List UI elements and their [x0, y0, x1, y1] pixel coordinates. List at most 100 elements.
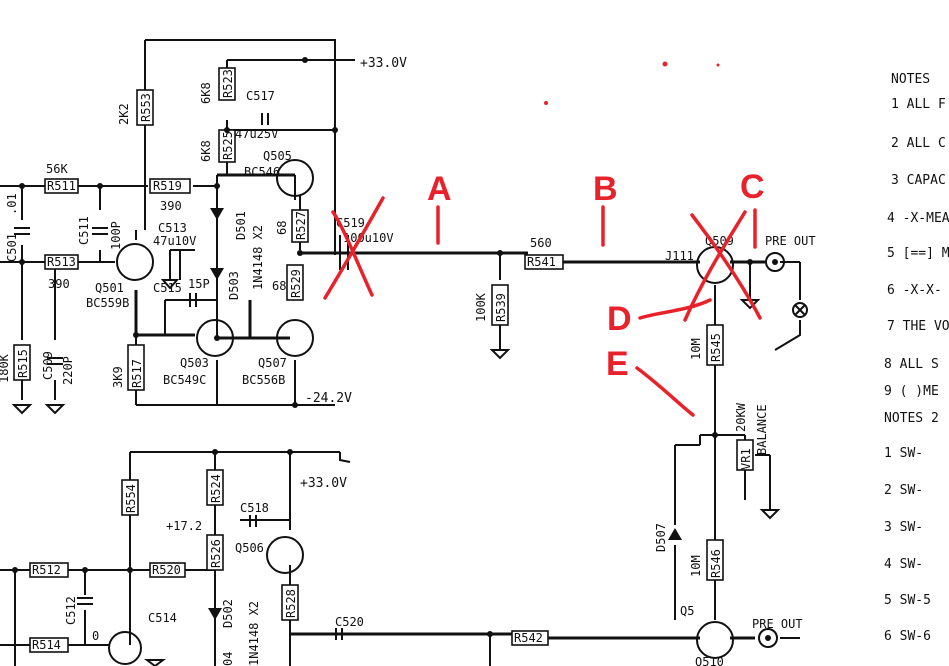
- diode-d507: [668, 528, 682, 540]
- q507-label: Q507: [258, 356, 287, 370]
- pre-out-bottom-label: PRE OUT: [752, 617, 803, 631]
- q505-type: BC546: [244, 165, 280, 179]
- r523-value: 6K8: [199, 82, 213, 104]
- note-3: 3 CAPAC: [891, 173, 946, 188]
- resistor-r542: [511, 630, 549, 646]
- transistor-q501: [116, 243, 154, 281]
- resistor-r554: [121, 479, 139, 516]
- r524-label: R524: [209, 474, 223, 503]
- r541-label: R541: [527, 255, 556, 269]
- resistor-r524: [206, 469, 224, 506]
- r545-value: 10M: [689, 338, 703, 360]
- note-5: 5 [==] M: [887, 246, 949, 261]
- r545-label: R545: [709, 333, 723, 362]
- vr1-name: BALANCE: [755, 404, 769, 455]
- pre-out-top-label: PRE OUT: [765, 234, 816, 248]
- supply-v17: +17.2: [166, 519, 202, 533]
- r528-label: R528: [284, 589, 298, 618]
- note-4: 4 -X-MEA: [887, 211, 949, 226]
- c501-value: .01: [5, 193, 19, 215]
- c515-value: 15P: [188, 277, 210, 291]
- resistor-r529: [286, 264, 304, 301]
- r527-label: R527: [294, 211, 308, 240]
- q503-type: BC549C: [163, 373, 206, 387]
- sw-6: 6 SW-6: [884, 629, 931, 644]
- r515-value: 180K: [0, 353, 11, 383]
- vr1-label: VR1: [739, 448, 753, 470]
- sw-3: 3 SW-: [884, 520, 923, 535]
- supply-pos-top: +33.0V: [360, 56, 407, 71]
- r513-value: 390: [48, 277, 70, 291]
- r514-label: R514: [32, 638, 61, 652]
- r539-label: R539: [494, 293, 508, 322]
- resistor-r539: [491, 284, 509, 326]
- annotation-e: E: [606, 345, 629, 383]
- note-2: 2 ALL C: [891, 136, 946, 151]
- potentiometer-vr1: [736, 439, 754, 471]
- resistor-r553: [136, 89, 154, 126]
- cross-mark-q509: [690, 213, 762, 320]
- c514-label: C514: [148, 611, 177, 625]
- c513-label: C513: [158, 221, 187, 235]
- r553-label: R553: [139, 93, 153, 122]
- r513-label: R513: [47, 255, 76, 269]
- supply-pos-bottom: +33.0V: [300, 476, 347, 491]
- r546-label: R546: [709, 549, 723, 578]
- c511-value: 100P: [109, 221, 123, 250]
- note-6: 6 -X-X- ME: [887, 283, 949, 298]
- marker-line-d: [638, 298, 712, 320]
- resistor-r517: [127, 344, 145, 391]
- top-channel-components: R553 2K2 R523 6K8 C517 47u25V R525 6K8 Q…: [0, 56, 816, 581]
- d507-label: D507: [654, 523, 668, 552]
- vr1-value: 20KW: [734, 402, 748, 432]
- notes-title-2: NOTES 2: [884, 411, 939, 426]
- q503-label: Q503: [180, 356, 209, 370]
- transistor-q507: [276, 319, 314, 357]
- c519-value: 100u10V: [343, 231, 394, 245]
- d502-type: 1N4148 X2: [247, 601, 261, 666]
- annotation-c: C: [740, 168, 765, 206]
- bottom-channel: R554 R524 C518 +17.2 Q506 R526 D502 1N41…: [0, 449, 803, 666]
- q507-type: BC556B: [242, 373, 285, 387]
- r515-label: R515: [16, 349, 30, 378]
- r546-value: 10M: [689, 555, 703, 577]
- r511-label: R511: [47, 179, 76, 193]
- note-1: 1 ALL F: [891, 97, 946, 112]
- resistor-r511: [44, 178, 79, 194]
- note-8: 8 ALL S: [884, 357, 939, 372]
- r541-value: 560: [530, 236, 552, 250]
- sw-5: 5 SW-5: [884, 593, 931, 608]
- r542-label: R542: [514, 631, 543, 645]
- d503-label: D503: [227, 271, 241, 300]
- r523-label: R523: [221, 69, 235, 98]
- r553-value: 2K2: [117, 103, 131, 125]
- diode-d501: [210, 208, 224, 220]
- r520-label: R520: [152, 563, 181, 577]
- d501-type: 1N4148 X2: [251, 225, 265, 290]
- num-04: 04: [221, 652, 235, 666]
- cross-mark-c519: [331, 210, 374, 297]
- sw-1: 1 SW-: [884, 446, 923, 461]
- diode-d503: [210, 268, 224, 280]
- resistor-r541: [524, 254, 564, 270]
- c509-value: 220P: [61, 356, 75, 385]
- q510-label: Q510: [695, 655, 724, 666]
- resistor-r527: [291, 209, 309, 243]
- transistor-q502: [108, 631, 142, 665]
- resistor-r528: [281, 584, 299, 621]
- r554-label: R554: [124, 484, 138, 513]
- annotation-d: D: [607, 300, 632, 338]
- r519-value: 390: [160, 199, 182, 213]
- note-7: 7 THE VO: [887, 319, 949, 334]
- r529-value: 68: [272, 279, 286, 293]
- c512-label: C512: [64, 596, 78, 625]
- q501-label: Q501: [95, 281, 124, 295]
- r511-value: 56K: [46, 162, 68, 176]
- notes-panel: NOTES 1 ALL F 2 ALL C 3 CAPAC 4 -X-MEA 5…: [884, 72, 949, 644]
- c509-label: C509: [41, 351, 55, 380]
- c511-label: C511: [77, 216, 91, 245]
- c515-label: C515: [153, 281, 182, 295]
- red-annotations: A B C D E: [323, 61, 765, 417]
- c519-label: C519: [336, 216, 365, 230]
- resistor-r523: [218, 67, 236, 101]
